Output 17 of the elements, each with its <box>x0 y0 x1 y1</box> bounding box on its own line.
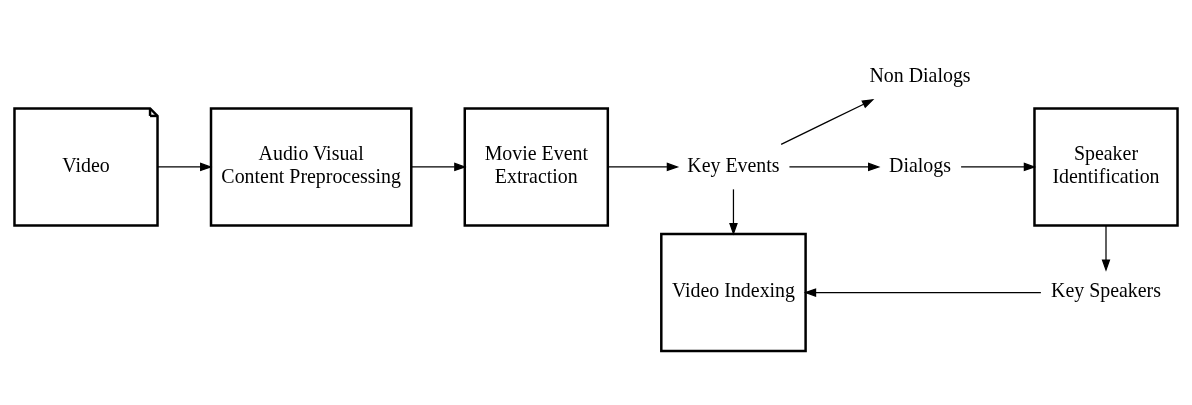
arrow <box>157 162 213 171</box>
node-text: Key Speakers <box>1051 278 1161 301</box>
arrow <box>1101 224 1111 272</box>
arrow <box>607 162 680 171</box>
node-text: Non Dialogs <box>869 63 971 86</box>
arrow <box>960 162 1037 171</box>
node-box: Video Indexing <box>660 232 807 352</box>
arrow <box>788 162 881 171</box>
arrow <box>803 287 1042 297</box>
node-box: Movie Event Extraction <box>463 106 610 227</box>
node-box: Audio Visual Content Preprocessing <box>209 106 413 227</box>
node-text: Key Events <box>687 153 780 176</box>
arrow <box>410 162 467 171</box>
arrow <box>780 98 875 145</box>
node-box: Speaker Identification <box>1033 106 1179 227</box>
arrow <box>729 188 738 236</box>
node-text: Dialogs <box>889 153 951 176</box>
